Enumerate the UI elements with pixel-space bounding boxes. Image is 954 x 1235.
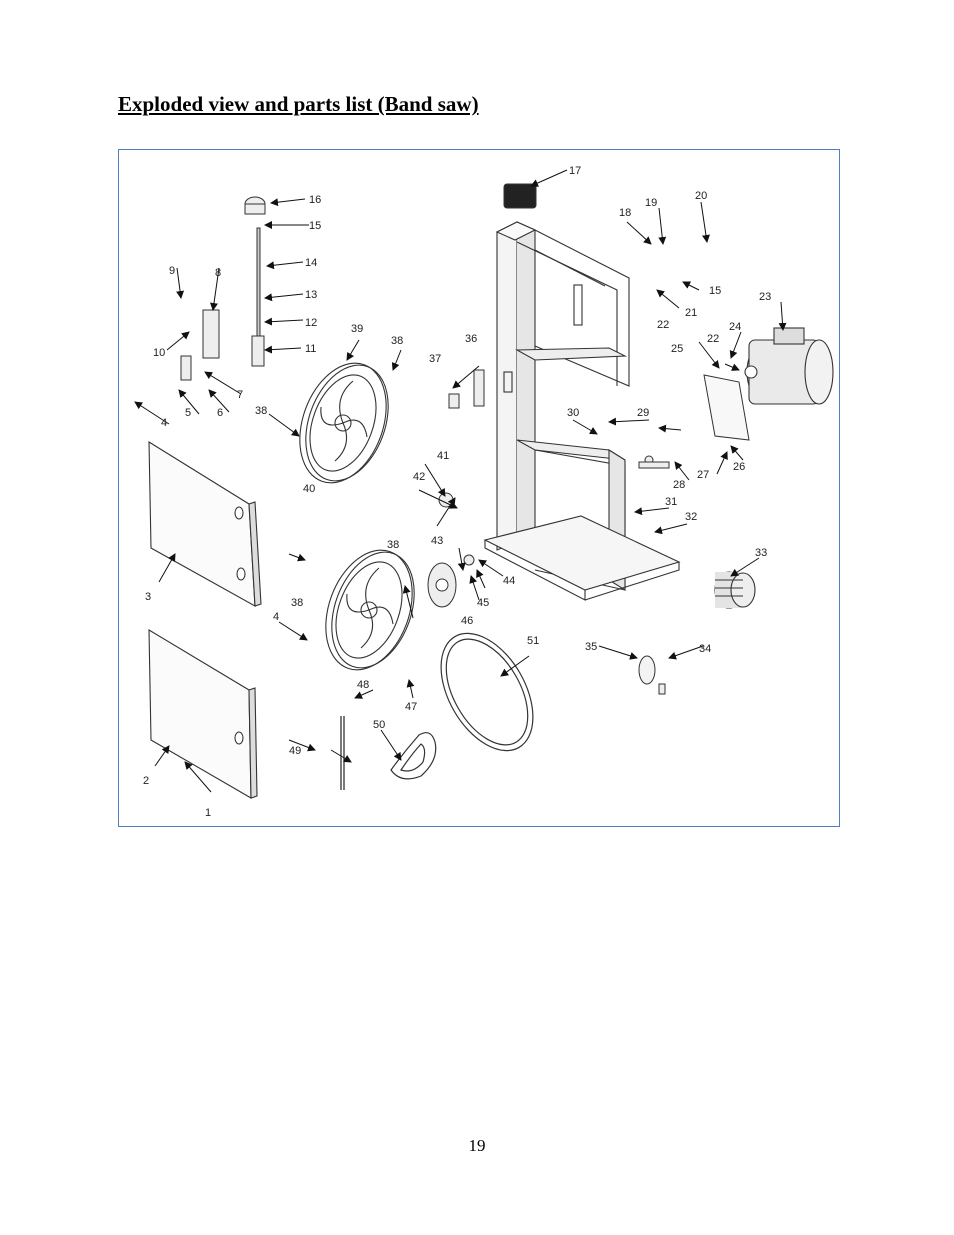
callout: 2 <box>143 775 149 787</box>
callout: 18 <box>619 207 631 219</box>
upper-wheel <box>299 362 389 484</box>
callout: 27 <box>697 469 709 481</box>
callout: 48 <box>357 679 369 691</box>
motor-plate <box>703 374 750 441</box>
callout: 28 <box>673 479 685 491</box>
page-title: Exploded view and parts list (Band saw) <box>118 92 479 116</box>
callout: 12 <box>305 317 317 329</box>
callout: 38 <box>291 597 303 609</box>
callout: 39 <box>351 323 363 335</box>
callout: 37 <box>429 353 441 365</box>
callout: 23 <box>759 291 771 303</box>
callout: 22 <box>657 319 669 331</box>
lower-wheel <box>325 549 415 671</box>
callout: 24 <box>729 321 741 333</box>
callout: 32 <box>685 511 697 523</box>
callout: 20 <box>695 190 707 202</box>
callout: 34 <box>699 643 711 655</box>
callout: 7 <box>237 389 243 401</box>
callout: 1 <box>205 807 211 819</box>
callout: 4 <box>273 611 279 623</box>
callout: 33 <box>755 547 767 559</box>
leader-lines <box>134 169 787 793</box>
callout: 29 <box>637 407 649 419</box>
callout: 8 <box>215 267 221 279</box>
callout: 50 <box>373 719 385 731</box>
callout: 42 <box>413 471 425 483</box>
callout: 38 <box>391 335 403 347</box>
callout: 15 <box>709 285 721 297</box>
callout: 49 <box>289 745 301 757</box>
saw-frame <box>483 221 681 601</box>
dust-port <box>714 571 756 609</box>
callout: 38 <box>255 405 267 417</box>
callout: 38 <box>387 539 399 551</box>
exploded-view-drawing: 1 2 3 4 4 5 6 7 8 9 10 11 12 13 14 15 15… <box>134 165 834 819</box>
blade <box>340 716 345 790</box>
callout: 45 <box>477 597 489 609</box>
callout: 19 <box>645 197 657 209</box>
belts <box>390 632 534 780</box>
callout: 44 <box>503 575 515 587</box>
callout: 9 <box>169 265 175 277</box>
callout: 21 <box>685 307 697 319</box>
exploded-view-diagram: 1 2 3 4 4 5 6 7 8 9 10 11 12 13 14 15 15… <box>118 149 840 827</box>
callout: 25 <box>671 343 683 355</box>
callout: 26 <box>733 461 745 473</box>
callout: 6 <box>217 407 223 419</box>
callout: 35 <box>585 641 597 653</box>
callout: 14 <box>305 257 317 269</box>
callout-labels: 1 2 3 4 4 5 6 7 8 9 10 11 12 13 14 15 15… <box>143 165 771 819</box>
callout: 17 <box>569 165 581 177</box>
callout: 5 <box>185 407 191 419</box>
side-panels <box>148 441 262 799</box>
callout: 31 <box>665 496 677 508</box>
callout: 16 <box>309 194 321 206</box>
callout: 11 <box>305 343 316 355</box>
callout: 36 <box>465 333 477 345</box>
callout: 10 <box>153 347 165 359</box>
callout: 30 <box>567 407 579 419</box>
callout: 15 <box>309 220 321 232</box>
motor <box>744 327 834 405</box>
callout: 3 <box>145 591 151 603</box>
callout: 51 <box>527 635 539 647</box>
callout: 40 <box>303 483 315 495</box>
callout: 13 <box>305 289 317 301</box>
callout: 4 <box>161 417 167 429</box>
page-number: 19 <box>468 1136 486 1155</box>
callout: 46 <box>461 615 473 627</box>
callout: 41 <box>437 450 449 462</box>
callout: 22 <box>707 333 719 345</box>
callout: 43 <box>431 535 443 547</box>
callout: 47 <box>405 701 417 713</box>
